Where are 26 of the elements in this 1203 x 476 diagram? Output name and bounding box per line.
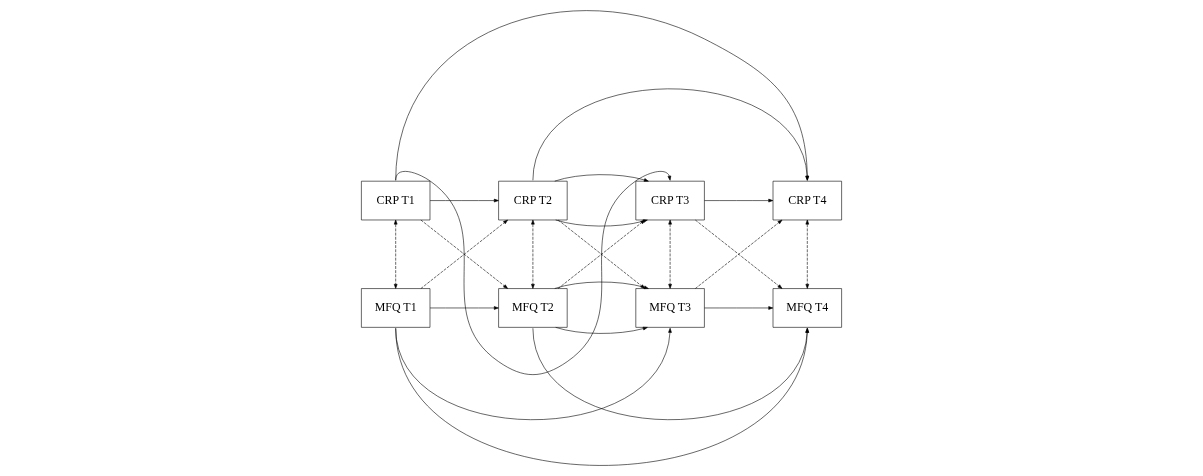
node-box: MFQ T4 <box>772 288 842 328</box>
node-box: MFQ T2 <box>498 288 568 328</box>
arrow <box>532 327 809 420</box>
arrow <box>555 219 648 227</box>
node-box: MFQ T3 <box>635 288 705 328</box>
arrow <box>429 306 499 310</box>
arrow <box>532 88 809 181</box>
arrow <box>668 219 672 289</box>
arrow <box>704 198 774 203</box>
arrow <box>805 219 810 289</box>
arrow <box>395 171 672 375</box>
arrow <box>395 10 810 181</box>
arrow <box>395 327 809 466</box>
arrow <box>704 306 774 310</box>
arrow <box>554 174 649 182</box>
arrow <box>531 219 535 289</box>
node-box: CRP T1 <box>361 180 431 221</box>
node-box: CRP T4 <box>772 180 842 221</box>
arrow <box>695 219 783 289</box>
arrow <box>420 219 508 289</box>
arrow <box>429 198 499 203</box>
node-box: CRP T2 <box>498 180 568 221</box>
arrow <box>555 326 648 334</box>
arrow <box>393 219 398 289</box>
node-box: MFQ T1 <box>361 288 431 328</box>
arrow <box>395 327 672 420</box>
